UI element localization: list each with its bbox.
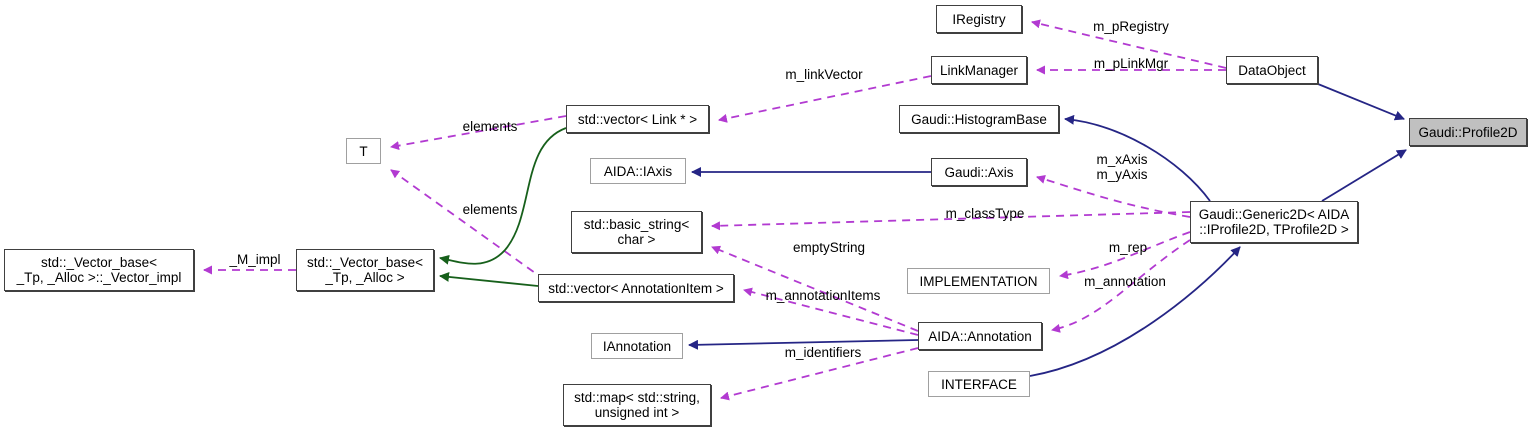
node-aida-iaxis[interactable]: AIDA::IAxis	[590, 158, 686, 184]
node-label: std::vector< AnnotationItem >	[548, 280, 724, 296]
edge-label-m-annotation-items: m_annotationItems	[765, 288, 881, 303]
edge-inherit-interface	[1029, 246, 1241, 377]
node-iannotation[interactable]: IAnnotation	[591, 333, 683, 359]
edge-label-elements-bottom: elements	[462, 202, 518, 217]
node-label: std::vector< Link * >	[577, 111, 698, 127]
edge-template-vectorlink	[439, 127, 567, 265]
node-label: IAnnotation	[602, 338, 672, 354]
node-label: AIDA::IAxis	[603, 163, 673, 179]
node-aida-annotation[interactable]: AIDA::Annotation	[918, 322, 1042, 350]
edge-label-m-p-link-mgr: m_pLinkMgr	[1093, 56, 1169, 71]
node-label: T	[359, 143, 368, 159]
node-implementation[interactable]: IMPLEMENTATION	[907, 268, 1050, 294]
node-label: AIDA::Annotation	[928, 328, 1032, 344]
node-interface[interactable]: INTERFACE	[928, 371, 1030, 397]
edge-label-m-link-vector: m_linkVector	[785, 67, 863, 82]
node-label: IRegistry	[952, 11, 1006, 27]
node-label: INTERFACE	[941, 376, 1017, 392]
edge-inherit-dataobject	[1317, 83, 1405, 121]
node-label: LinkManager	[939, 62, 1019, 78]
node-label: Gaudi::Generic2D< AIDA ::IProfile2D, TPr…	[1198, 207, 1350, 237]
edge-label-m-x-axis-m-y-axis: m_xAxis m_yAxis	[1096, 152, 1148, 182]
node-label: std::_Vector_base< _Tp, _Alloc >	[307, 255, 423, 285]
edge-template-vectorannotation	[439, 271, 539, 287]
edge-label-m-identifiers: m_identifiers	[784, 345, 862, 360]
node-dataobject[interactable]: DataObject	[1226, 56, 1318, 84]
edge-label-m-p-registry: m_pRegistry	[1093, 19, 1169, 34]
node-label: Gaudi::HistogramBase	[911, 111, 1047, 127]
node-gaudi-generic2d[interactable]: Gaudi::Generic2D< AIDA ::IProfile2D, TPr…	[1190, 201, 1358, 243]
edge-label-m-rep: m_rep	[1108, 240, 1148, 255]
edge-label-elements-top: elements	[462, 119, 518, 134]
node-label: std::_Vector_base< _Tp, _Alloc >::_Vecto…	[16, 255, 182, 285]
node-label: Gaudi::Profile2D	[1418, 124, 1518, 140]
edge-label-empty-string: emptyString	[792, 240, 866, 255]
node-gaudi-axis[interactable]: Gaudi::Axis	[931, 158, 1027, 186]
node-label: DataObject	[1238, 62, 1306, 78]
usage-edges	[203, 19, 1227, 401]
node-t[interactable]: T	[346, 138, 381, 164]
node-iregistry[interactable]: IRegistry	[936, 5, 1022, 33]
node-gaudi-profile2d[interactable]: Gaudi::Profile2D	[1409, 118, 1527, 146]
node-std-vector-annotationitem[interactable]: std::vector< AnnotationItem >	[538, 274, 734, 302]
node-std-vector-link[interactable]: std::vector< Link * >	[566, 105, 709, 133]
node-std-map-string-uint[interactable]: std::map< std::string, unsigned int >	[563, 384, 711, 426]
edge-m-axis	[1036, 175, 1191, 218]
node-label: Gaudi::Axis	[944, 164, 1014, 180]
edge-label-m-class-type: m_classType	[945, 206, 1025, 221]
edge-label-m-annotation: m_annotation	[1084, 274, 1166, 289]
node-linkmanager[interactable]: LinkManager	[931, 56, 1027, 84]
node-label: IMPLEMENTATION	[919, 273, 1038, 289]
node-std-basic-string[interactable]: std::basic_string< char >	[571, 211, 702, 253]
edge-inherit-generic2d	[1321, 149, 1407, 202]
edge-label-m-impl: _M_impl	[229, 252, 281, 267]
node-std-vector-base[interactable]: std::_Vector_base< _Tp, _Alloc >	[296, 249, 434, 291]
node-label: std::basic_string< char >	[583, 217, 690, 247]
node-label: std::map< std::string, unsigned int >	[574, 390, 700, 420]
node-gaudi-histogrambase[interactable]: Gaudi::HistogramBase	[899, 105, 1059, 133]
node-std-vector-base-impl[interactable]: std::_Vector_base< _Tp, _Alloc >::_Vecto…	[4, 249, 194, 291]
